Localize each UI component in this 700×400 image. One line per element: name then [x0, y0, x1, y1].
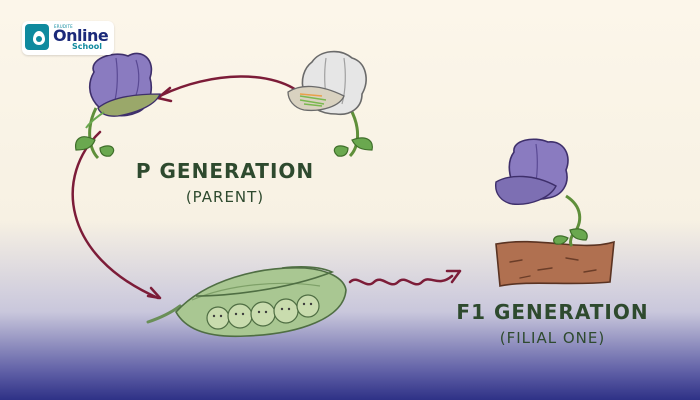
- p-generation-subtitle: (PARENT): [185, 188, 265, 206]
- p-generation-title: P GENERATION: [135, 159, 315, 183]
- cross-pollination-arrow: [156, 75, 307, 103]
- f1-generation-subtitle: (FILIAL ONE): [499, 329, 606, 347]
- purple-parent-flower: [75, 52, 161, 160]
- soil-patch: [495, 240, 615, 287]
- logo-sub: School: [72, 42, 102, 51]
- logo-tagline: ERUDITE: [54, 24, 73, 29]
- drop-icon: [33, 31, 45, 45]
- f1-purple-flower: [495, 138, 588, 248]
- fertilization-arrow: [71, 130, 162, 300]
- f1-generation-title: F1 GENERATION: [456, 300, 649, 324]
- white-parent-flower: [287, 50, 373, 158]
- erudite-logo[interactable]: ERUDITE Online School: [22, 21, 114, 55]
- logo-icon: [25, 24, 49, 50]
- growth-arrow: [348, 269, 462, 286]
- logo-name: Online: [53, 26, 109, 45]
- pea-pod: [146, 266, 347, 338]
